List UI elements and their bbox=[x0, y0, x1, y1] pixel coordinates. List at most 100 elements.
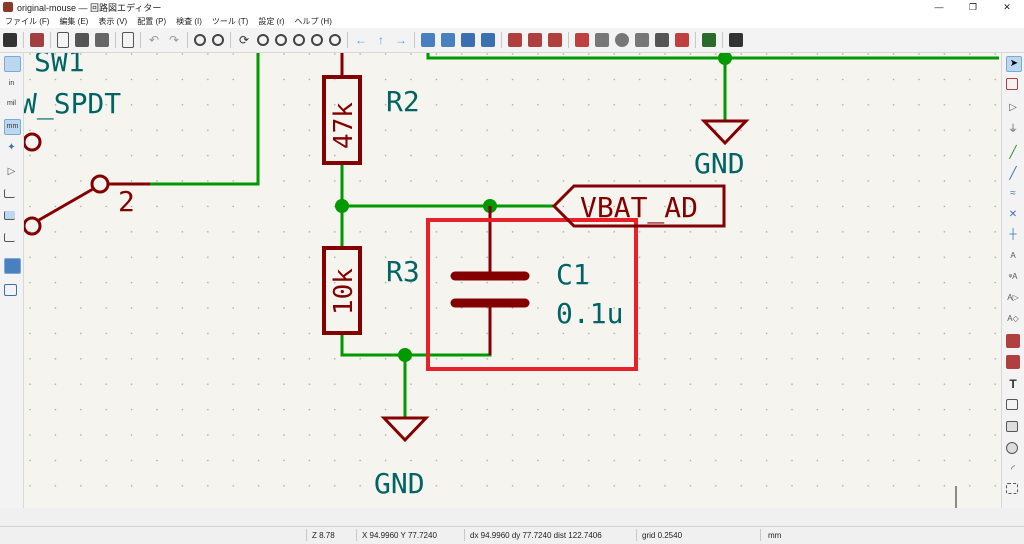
highlight-net-icon[interactable] bbox=[1006, 78, 1018, 90]
add-text-icon[interactable]: T bbox=[1009, 377, 1017, 391]
zoom-objects-icon[interactable] bbox=[311, 34, 323, 46]
wire-top-right[interactable] bbox=[426, 53, 999, 60]
find-replace-icon[interactable] bbox=[212, 34, 224, 46]
add-hier-label-icon[interactable]: A◇ bbox=[1007, 314, 1019, 323]
close-button[interactable]: ✕ bbox=[1003, 2, 1011, 12]
junction[interactable] bbox=[398, 348, 412, 362]
zoom-out-icon[interactable] bbox=[275, 34, 287, 46]
menu-file[interactable]: ファイル (F) bbox=[5, 16, 50, 26]
wire-sw-to-r2[interactable] bbox=[150, 53, 260, 186]
horizontal-scroll-area[interactable] bbox=[24, 508, 1002, 526]
add-arc-icon[interactable]: ◜ bbox=[1011, 464, 1015, 475]
bom-icon[interactable] bbox=[655, 33, 669, 47]
add-sheet-icon[interactable] bbox=[1006, 334, 1020, 348]
resistor-r2[interactable]: 47k R2 bbox=[322, 53, 420, 165]
symbol-library-icon[interactable] bbox=[528, 33, 542, 47]
minimize-button[interactable]: — bbox=[934, 2, 944, 12]
page-settings-icon[interactable] bbox=[57, 32, 69, 48]
menu-help[interactable]: ヘルプ (H) bbox=[294, 16, 332, 26]
units-millimeters[interactable]: mm bbox=[4, 119, 21, 135]
menu-view[interactable]: 表示 (V) bbox=[98, 16, 128, 26]
menu-place[interactable]: 配置 (P) bbox=[137, 16, 167, 26]
gnd-symbol-top[interactable]: GND bbox=[694, 119, 750, 180]
footprint-assign-icon[interactable] bbox=[615, 33, 629, 47]
window-title: original-mouse — 回路図エディター bbox=[17, 2, 162, 13]
status-bar: Z 8.78 X 94.9960 Y 77.7240 dx 94.9960 dy… bbox=[0, 526, 1024, 544]
paste-icon[interactable] bbox=[122, 32, 134, 48]
mirror-vertical-icon[interactable] bbox=[461, 33, 475, 47]
add-image-icon[interactable] bbox=[1006, 483, 1018, 494]
line-mode-45-icon[interactable] bbox=[4, 233, 15, 242]
menu-tools[interactable]: ツール (T) bbox=[211, 16, 249, 26]
add-rectangle-icon[interactable] bbox=[1006, 421, 1018, 432]
capacitor-c1[interactable]: C1 0.1u bbox=[450, 206, 623, 355]
print-icon[interactable] bbox=[75, 33, 89, 47]
line-mode-free-icon[interactable] bbox=[4, 189, 15, 198]
menu-inspect[interactable]: 検査 (I) bbox=[176, 16, 202, 26]
junction[interactable] bbox=[718, 53, 732, 65]
gnd-symbol-bottom[interactable]: GND bbox=[374, 416, 430, 500]
menu-settings[interactable]: 設定 (r) bbox=[258, 16, 285, 26]
schematic-setup-icon[interactable] bbox=[30, 33, 44, 47]
schematic-drawing: SW1 W_SPDT 2 47k R2 10k R3 C1 0.1u bbox=[24, 53, 1002, 508]
r3-value: 10k bbox=[329, 268, 359, 315]
resistor-r3[interactable]: 10k R3 bbox=[322, 246, 420, 335]
rotate-ccw-icon[interactable] bbox=[421, 33, 435, 47]
find-icon[interactable] bbox=[194, 34, 206, 46]
title-bar: original-mouse — 回路図エディター — ❐ ✕ bbox=[0, 0, 1024, 14]
junction[interactable] bbox=[335, 199, 349, 213]
simulator-icon[interactable] bbox=[635, 33, 649, 47]
refresh-icon[interactable]: ⟳ bbox=[238, 33, 250, 47]
ground-icon bbox=[700, 119, 750, 146]
add-wire-icon[interactable]: ╱ bbox=[1009, 145, 1017, 159]
switch-sw1[interactable]: SW1 W_SPDT 2 bbox=[24, 53, 150, 236]
schematic-canvas[interactable]: SW1 W_SPDT 2 47k R2 10k R3 C1 0.1u bbox=[24, 53, 1002, 508]
add-circle-icon[interactable] bbox=[1006, 442, 1018, 454]
units-mils[interactable]: mil bbox=[7, 100, 16, 107]
add-bus-icon[interactable]: ╱ bbox=[1009, 166, 1017, 180]
menu-edit[interactable]: 編集 (E) bbox=[59, 16, 89, 26]
add-power-icon[interactable]: ⏚ bbox=[1008, 124, 1018, 135]
navigate-up-icon[interactable]: ↑ bbox=[378, 33, 384, 47]
add-symbol-icon[interactable]: ▷ bbox=[1009, 102, 1017, 113]
scripting-console-icon[interactable] bbox=[729, 33, 743, 47]
left-toolbar: in mil mm ✦ ▷ bbox=[0, 53, 24, 508]
add-net-class-icon[interactable]: ᵠA bbox=[1008, 272, 1018, 281]
cursor-shape-icon[interactable]: ✦ bbox=[7, 142, 16, 153]
no-connect-icon[interactable]: ✕ bbox=[1008, 209, 1018, 220]
rotate-cw-icon[interactable] bbox=[441, 33, 455, 47]
zoom-selection-icon[interactable] bbox=[329, 34, 341, 46]
undo-icon[interactable]: ↶ bbox=[148, 33, 160, 47]
properties-manager-icon[interactable] bbox=[4, 258, 21, 274]
mirror-horizontal-icon[interactable] bbox=[481, 33, 495, 47]
c1-reference: C1 bbox=[556, 258, 590, 291]
units-inches[interactable]: in bbox=[8, 80, 15, 87]
plot-icon[interactable] bbox=[95, 33, 109, 47]
hidden-pins-icon[interactable]: ▷ bbox=[7, 166, 16, 177]
add-bus-entry-icon[interactable]: ≈ bbox=[1010, 188, 1016, 199]
line-mode-90-icon[interactable] bbox=[4, 211, 15, 220]
redo-icon[interactable]: ↷ bbox=[168, 33, 180, 47]
grid-toggle-icon[interactable] bbox=[4, 56, 21, 72]
symbol-editor-icon[interactable] bbox=[508, 33, 522, 47]
import-sheet-pin-icon[interactable] bbox=[1006, 355, 1020, 369]
net-label-vbat-ad[interactable]: VBAT_AD bbox=[551, 184, 726, 228]
annotate-icon[interactable] bbox=[548, 33, 562, 47]
add-label-icon[interactable]: A bbox=[1010, 251, 1016, 260]
add-textbox-icon[interactable] bbox=[1006, 399, 1018, 410]
navigate-forward-icon[interactable]: → bbox=[395, 33, 407, 47]
navigate-back-icon[interactable]: ← bbox=[355, 33, 367, 47]
gnd-top-label: GND bbox=[694, 147, 745, 180]
pcb-editor-icon[interactable] bbox=[702, 33, 716, 47]
erc-icon[interactable] bbox=[575, 33, 589, 47]
save-icon[interactable] bbox=[3, 33, 17, 47]
add-junction-icon[interactable]: ┼ bbox=[1009, 229, 1017, 240]
add-global-label-icon[interactable]: A▷ bbox=[1007, 293, 1019, 302]
select-tool-icon[interactable]: ➤ bbox=[1006, 56, 1022, 72]
update-pcb-icon[interactable] bbox=[675, 33, 689, 47]
hierarchy-navigator-icon[interactable] bbox=[4, 284, 17, 296]
zoom-fit-icon[interactable] bbox=[293, 34, 305, 46]
maximize-button[interactable]: ❐ bbox=[968, 2, 978, 12]
zoom-in-icon[interactable] bbox=[257, 34, 269, 46]
symbol-fields-icon[interactable] bbox=[595, 33, 609, 47]
